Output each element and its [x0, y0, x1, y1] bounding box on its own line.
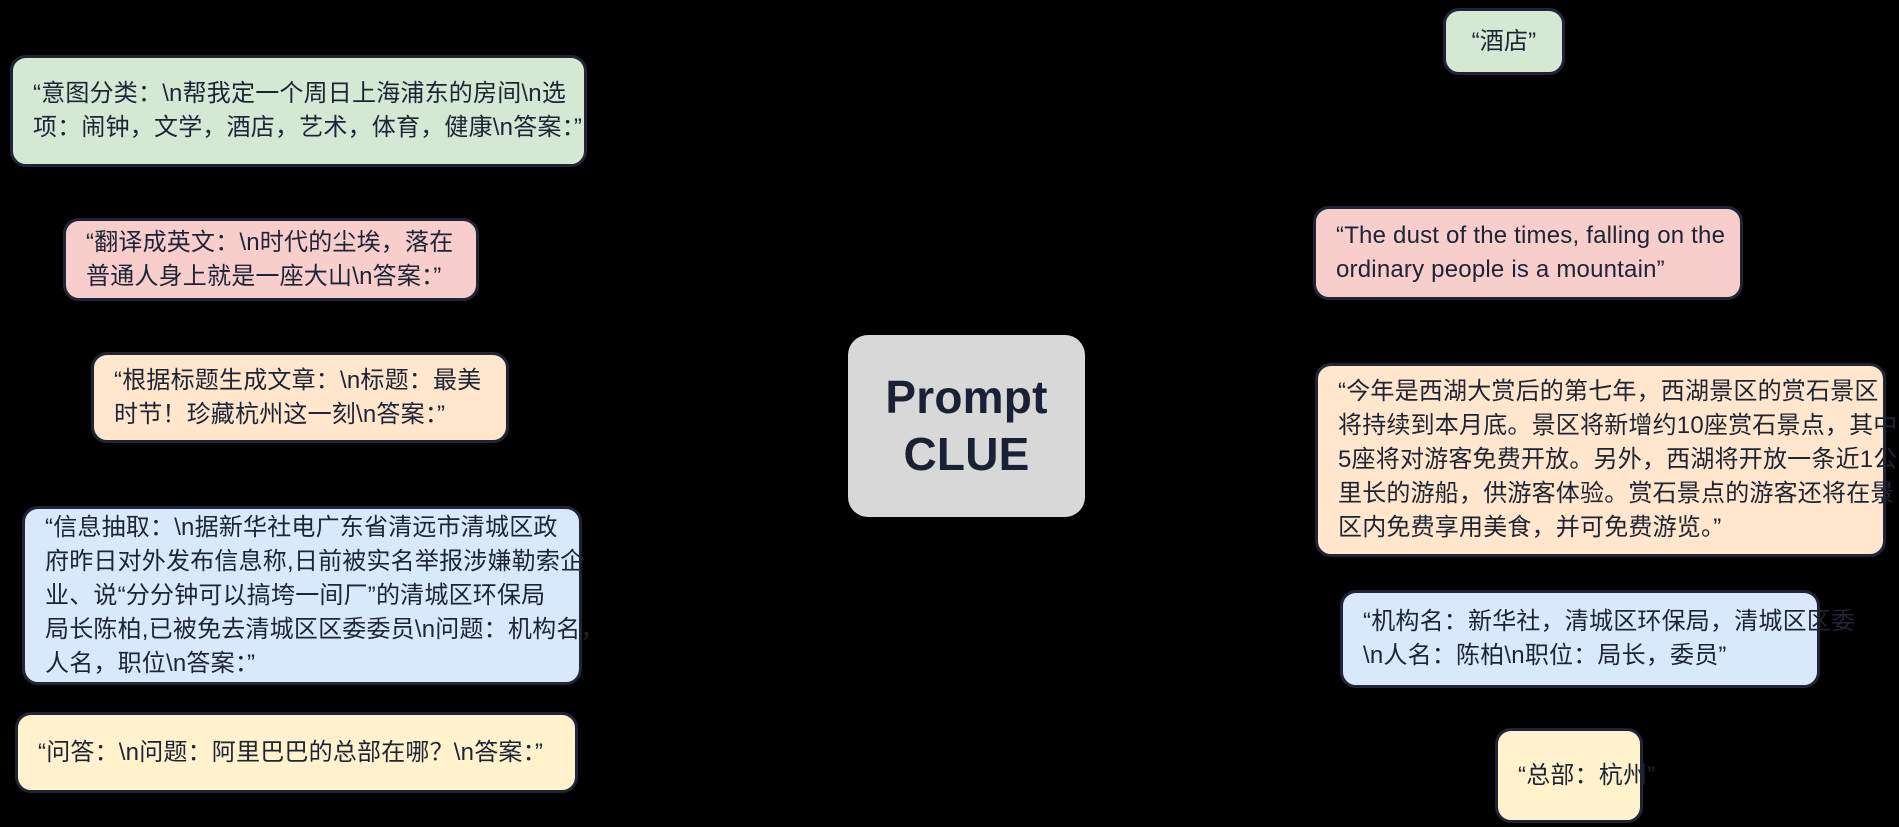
text-line: 局长陈柏,已被免去清城区区委委员\n问题：机构名，	[45, 615, 605, 643]
text-line: 普通人身上就是一座大山\n答案：”	[86, 262, 442, 290]
input-translation-node: “翻译成英文：\n时代的尘埃，落在普通人身上就是一座大山\n答案：”	[63, 218, 479, 301]
text-line: \n人名：陈柏\n职位：局长，委员”	[1363, 642, 1727, 669]
text-line: “根据标题生成文章：\n标题：最美	[114, 366, 482, 394]
text-line: Prompt	[885, 371, 1048, 423]
text-line: “总部：杭州”	[1518, 761, 1656, 789]
input-article-generation-node: “根据标题生成文章：\n标题：最美时节！珍藏杭州这一刻\n答案：”	[91, 352, 509, 443]
text-line: 府昨日对外发布信息称,日前被实名举报涉嫌勒索企	[45, 547, 585, 575]
text-line: “信息抽取：\n据新华社电广东省清远市清城区政	[45, 513, 558, 541]
text-line: “酒店”	[1471, 27, 1537, 55]
input-question-answering-node: “问答：\n问题：阿里巴巴的总部在哪？\n答案：”	[15, 712, 578, 793]
text-line: 将持续到本月底。景区将新增约10座赏石景点，其中，	[1338, 412, 1899, 439]
input-intent-classification-node: “意图分类：\n帮我定一个周日上海浦东的房间\n选项：闹钟，文学，酒店，艺术，体…	[10, 55, 587, 167]
text-line: ordinary people is a mountain”	[1336, 256, 1665, 283]
text-line: “机构名：新华社，清城区环保局，清城区区委	[1363, 608, 1856, 635]
output-translation-node: “The dust of the times, falling on the or…	[1313, 206, 1743, 300]
text-line: 里长的游船，供游客体验。赏石景点的游客还将在景	[1338, 480, 1895, 507]
text-line: “问答：\n问题：阿里巴巴的总部在哪？\n答案：”	[38, 738, 544, 766]
output-article-generation-node: “今年是西湖大赏后的第七年，西湖景区的赏石景区将持续到本月底。景区将新增约10座…	[1315, 363, 1899, 557]
text-line: 项：闹钟，文学，酒店，艺术，体育，健康\n答案：”	[33, 114, 583, 141]
text-line: 业、说“分分钟可以搞垮一间厂”的清城区环保局	[45, 581, 546, 609]
text-line: 区内免费享用美食，并可免费游览。”	[1338, 514, 1722, 541]
output-intent-classification-node: “酒店”	[1443, 8, 1565, 75]
output-question-answering-node: “总部：杭州”	[1495, 728, 1656, 823]
text-line: “意图分类：\n帮我定一个周日上海浦东的房间\n选	[33, 80, 567, 107]
text-line: “The dust of the times, falling on the	[1336, 222, 1726, 249]
output-information-extraction-node: “机构名：新华社，清城区环保局，清城区区委 \n人名：陈柏\n职位：局长，委员”	[1340, 590, 1856, 688]
text-line: “今年是西湖大赏后的第七年，西湖景区的赏石景区	[1338, 378, 1879, 405]
text-line: “翻译成英文：\n时代的尘埃，落在	[86, 228, 454, 256]
input-information-extraction-node: “信息抽取：\n据新华社电广东省清远市清城区政府昨日对外发布信息称,日前被实名举…	[22, 506, 605, 685]
text-line: 人名，职位\n答案：”	[45, 649, 256, 677]
text-line: 时节！珍藏杭州这一刻\n答案：”	[114, 400, 446, 428]
text-line: CLUE	[903, 428, 1030, 480]
text-line: 5座将对游客免费开放。另外，西湖将开放一条近1公	[1338, 446, 1898, 473]
